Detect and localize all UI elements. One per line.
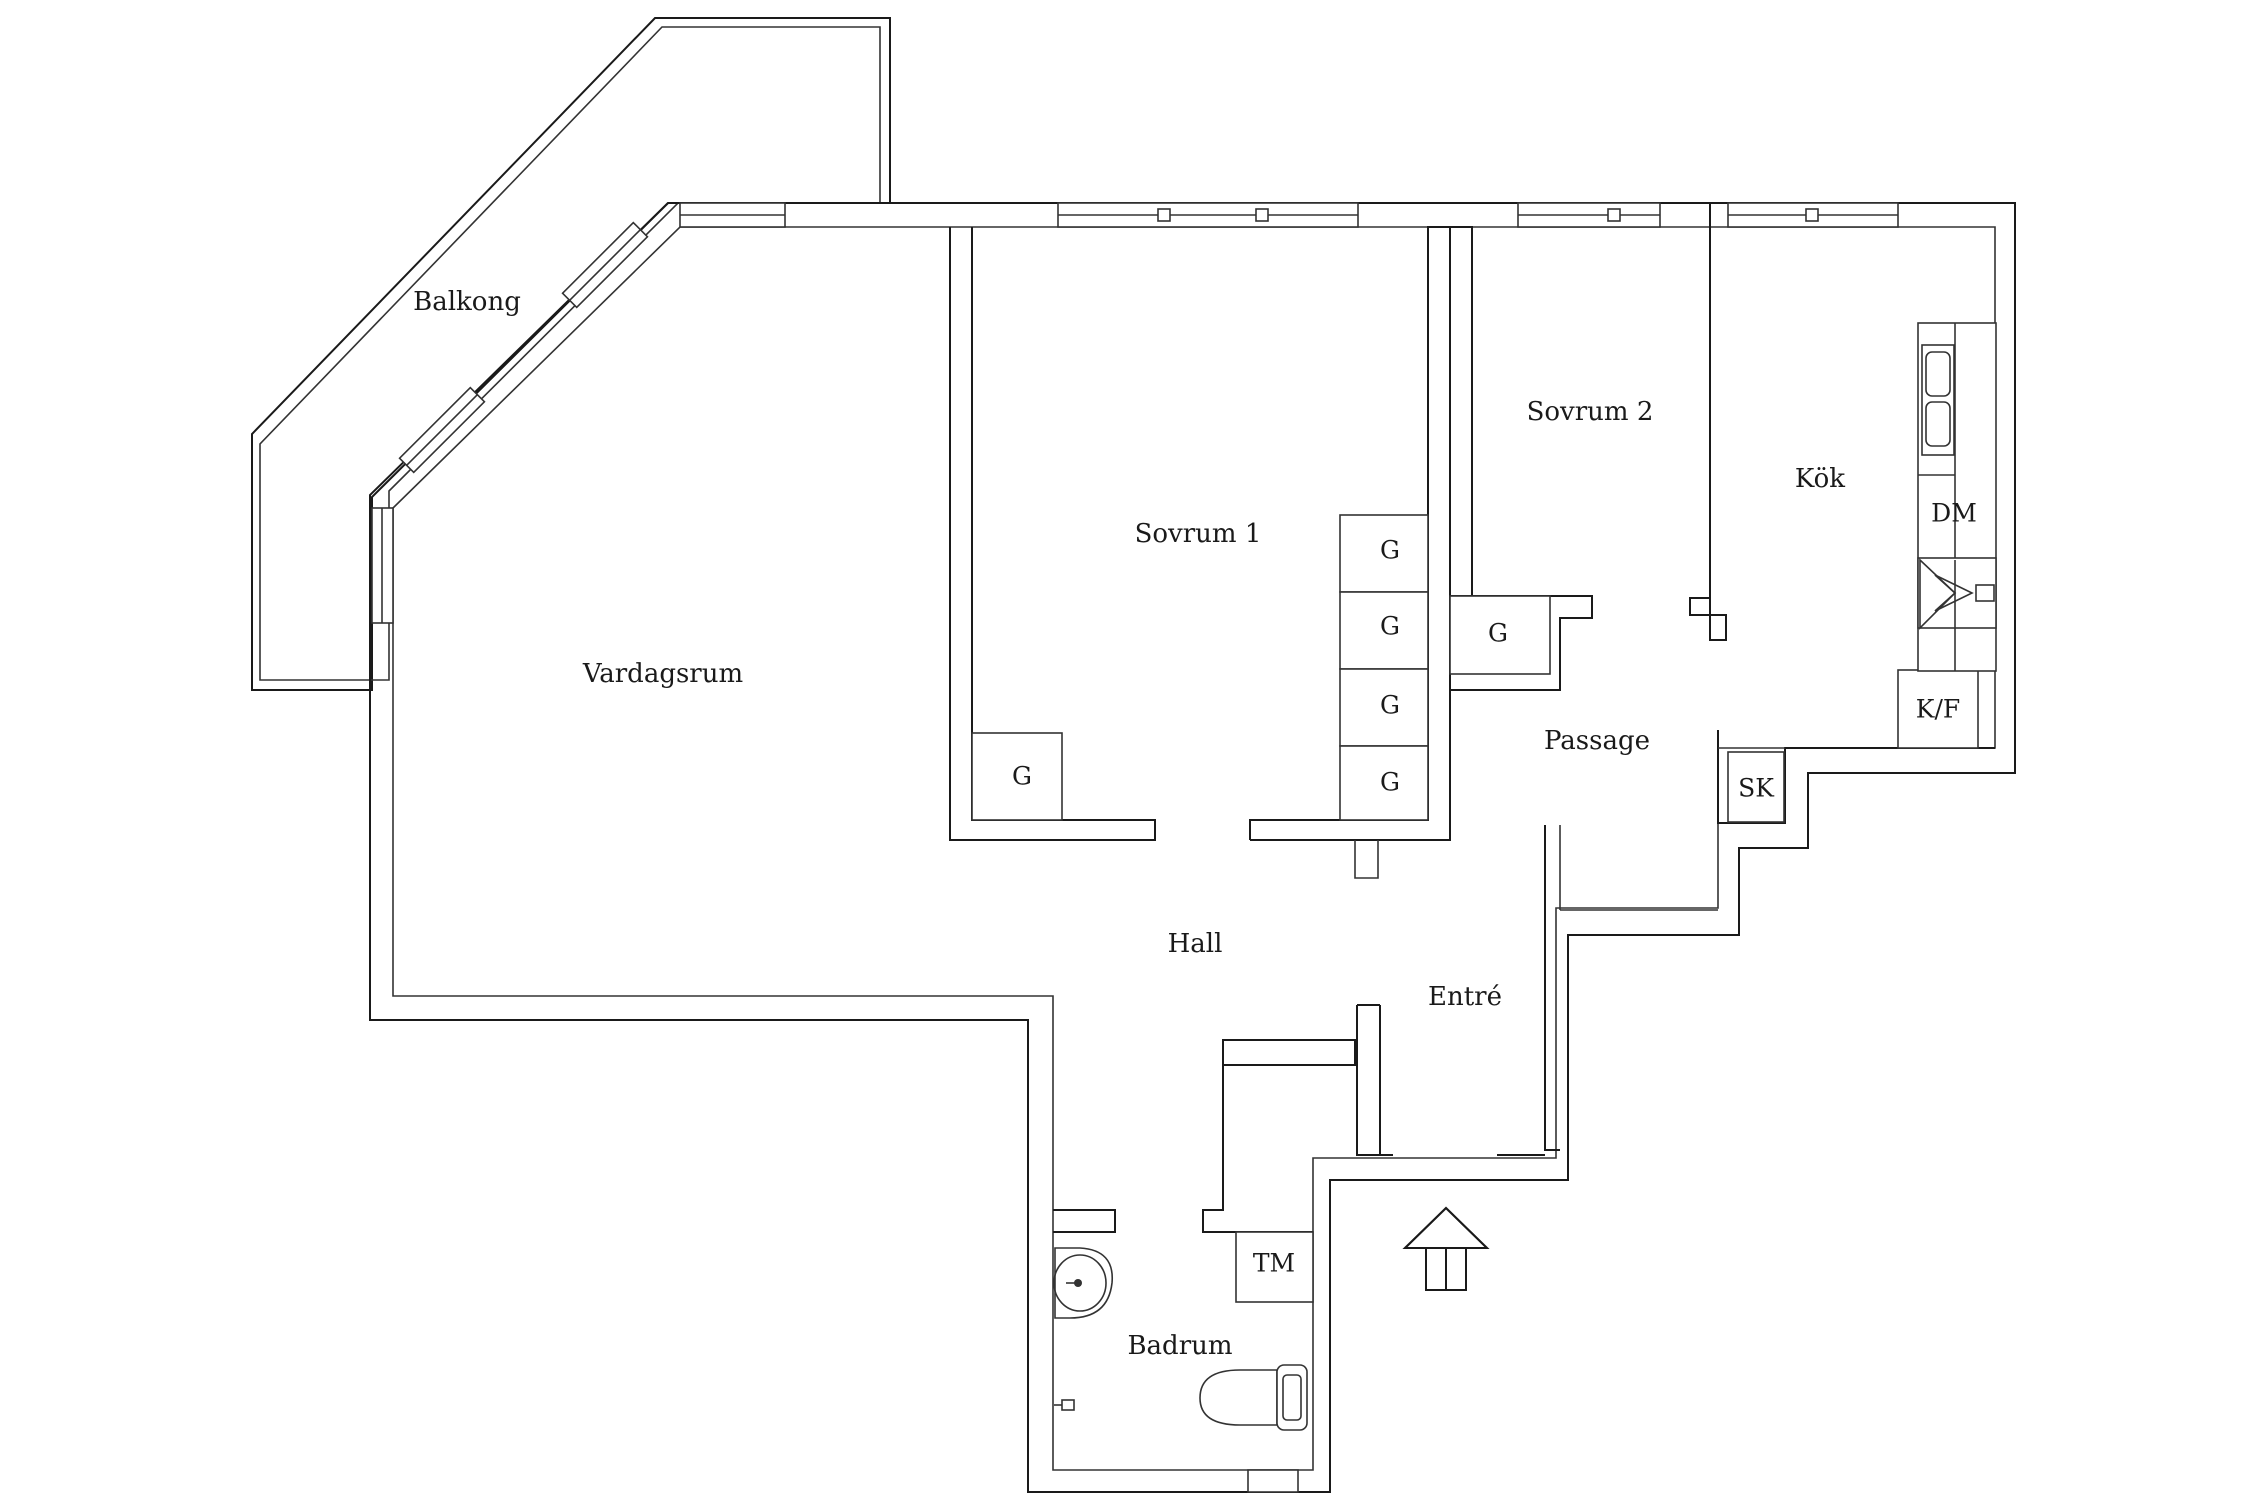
fixture-labels: G G G G G G DM K/F SK TM <box>1012 499 1977 1278</box>
label-wardrobe-g: G <box>1380 691 1400 720</box>
cabinet-sk <box>1727 751 1785 823</box>
wardrobe-bedroom2 <box>1449 595 1551 675</box>
label-wardrobe-g: G <box>1380 768 1400 797</box>
label-sovrum2: Sovrum 2 <box>1527 397 1654 427</box>
balcony <box>251 17 891 691</box>
label-balkong: Balkong <box>413 287 521 317</box>
wardrobe-bedroom1-e <box>1339 745 1429 821</box>
label-hall: Hall <box>1168 929 1223 959</box>
label-sovrum1: Sovrum 1 <box>1135 519 1262 549</box>
label-wardrobe-g: G <box>1488 619 1508 648</box>
label-wardrobe-g: G <box>1380 536 1400 565</box>
bathroom-fixtures <box>1053 1247 1308 1431</box>
closets <box>971 514 1979 1303</box>
wardrobe-bedroom1-a <box>971 732 1063 821</box>
wardrobe-bedroom1-d <box>1339 668 1429 747</box>
interior-walls <box>949 203 1995 1493</box>
wardrobe-bedroom1-b <box>1339 514 1429 593</box>
label-sk: SK <box>1738 774 1775 803</box>
sink-icon <box>1053 1247 1113 1319</box>
kitchen-counter <box>1917 322 1997 672</box>
kitchen-sink-icon <box>1918 344 1955 476</box>
label-entre: Entré <box>1428 982 1502 1012</box>
outer-walls <box>369 202 2016 1493</box>
label-tm: TM <box>1253 1249 1295 1278</box>
label-kok: Kök <box>1795 464 1845 494</box>
toilet-icon <box>1199 1364 1308 1431</box>
washing-machine <box>1235 1231 1314 1303</box>
floor-drain-icon <box>1054 1399 1075 1411</box>
label-badrum: Badrum <box>1127 1331 1232 1361</box>
label-wardrobe-g: G <box>1012 762 1032 791</box>
windows <box>371 202 1899 624</box>
label-dm: DM <box>1931 499 1977 528</box>
room-labels: Balkong Vardagsrum Sovrum 1 Sovrum 2 Kök… <box>413 287 1845 1361</box>
label-wardrobe-g: G <box>1380 612 1400 641</box>
label-passage: Passage <box>1544 726 1650 756</box>
fridge-freezer <box>1897 669 1979 749</box>
label-kf: K/F <box>1916 695 1960 724</box>
stove-icon <box>1917 557 1997 630</box>
label-vardagsrum: Vardagsrum <box>582 659 743 689</box>
